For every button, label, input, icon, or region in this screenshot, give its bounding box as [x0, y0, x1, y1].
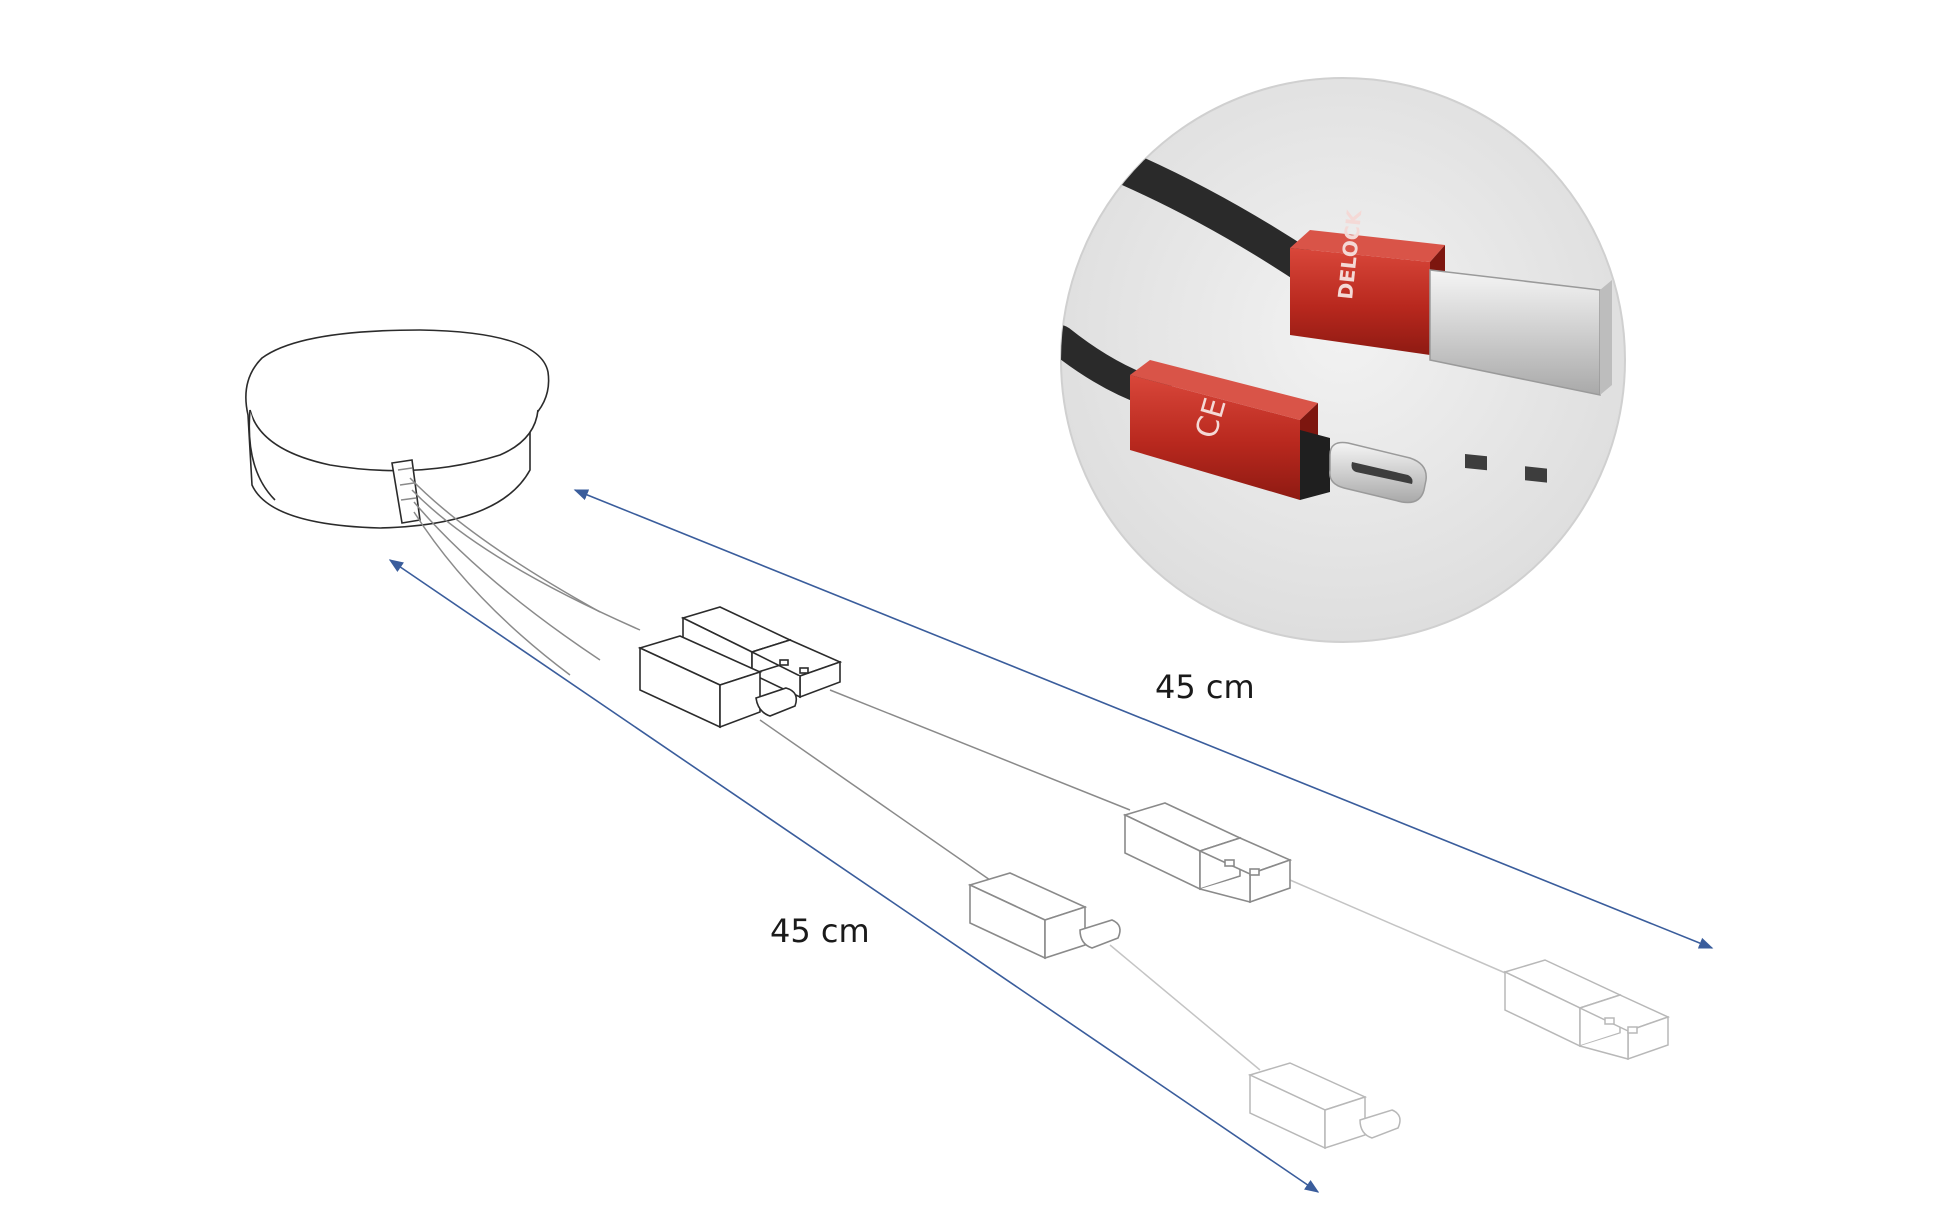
dimension-label-upper: 45 cm	[1155, 668, 1255, 706]
usb-a-plug-photo: DELOCK	[1290, 208, 1612, 483]
usb-c-plug-icon	[967, 872, 1121, 960]
inset-product-photo: DELOCK CE	[1060, 77, 1626, 643]
usb-a-plug-icon	[1502, 959, 1671, 1061]
retractable-reel-icon	[245, 329, 550, 529]
usb-a-plug-icon	[1122, 802, 1293, 904]
usb-c-plug-icon	[1247, 1062, 1401, 1150]
dimension-label-lower: 45 cm	[770, 912, 870, 950]
dimension-arrow-lower	[388, 559, 1320, 1193]
usb-c-plug-photo: CE	[1130, 360, 1427, 504]
